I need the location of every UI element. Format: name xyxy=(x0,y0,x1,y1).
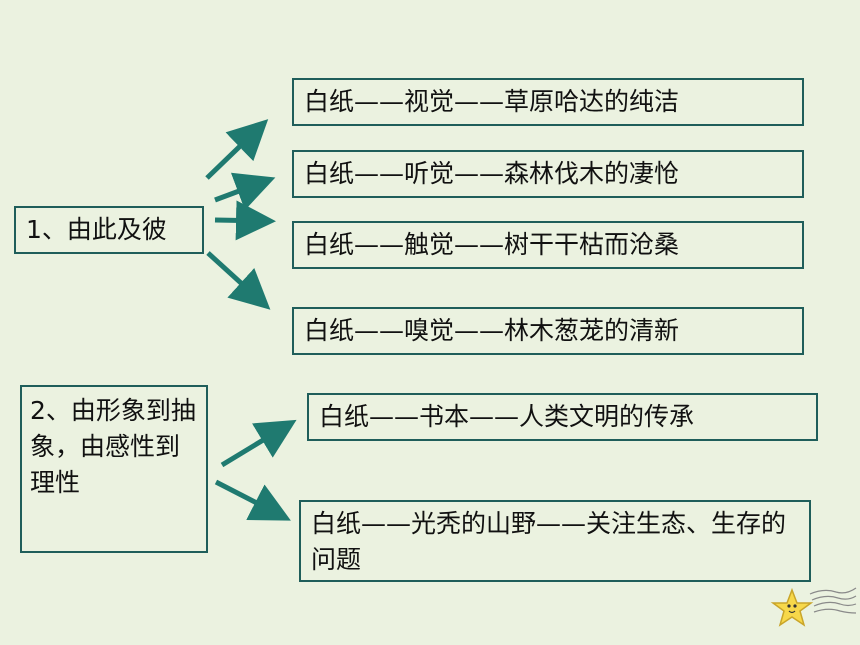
target-box-visual: 白纸——视觉——草原哈达的纯洁 xyxy=(292,78,804,126)
target-box-book: 白纸——书本——人类文明的传承 xyxy=(307,393,818,441)
target-box-olfactory: 白纸——嗅觉——林木葱茏的清新 xyxy=(292,307,804,355)
arrow-to-book xyxy=(220,419,297,468)
target-box-tactile: 白纸——触觉——树干干枯而沧桑 xyxy=(292,221,804,269)
target-box-ecology: 白纸——光秃的山野——关注生态、生存的问题 xyxy=(299,500,811,582)
target-label-book: 白纸——书本——人类文明的传承 xyxy=(319,402,695,431)
source-box-2: 2、由形象到抽象，由感性到理性 xyxy=(20,385,208,553)
target-box-auditory: 白纸——听觉——森林伐木的凄怆 xyxy=(292,150,804,198)
target-label-tactile: 白纸——触觉——树干干枯而沧桑 xyxy=(304,230,680,259)
source-box-1: 1、由此及彼 xyxy=(14,206,204,254)
source-label-1: 1、由此及彼 xyxy=(26,215,167,244)
source-label-2: 2、由形象到抽象，由感性到理性 xyxy=(30,396,196,497)
arrow-to-visual xyxy=(205,119,269,180)
target-label-auditory: 白纸——听觉——森林伐木的凄怆 xyxy=(304,159,680,188)
target-label-olfactory: 白纸——嗅觉——林木葱茏的清新 xyxy=(304,316,680,345)
target-label-ecology: 白纸——光秃的山野——关注生态、生存的问题 xyxy=(311,509,787,574)
arrow-to-olfactory xyxy=(206,251,271,310)
star-icon xyxy=(770,587,857,627)
arrow-to-tactile xyxy=(214,200,276,241)
arrow-to-auditory xyxy=(214,172,276,211)
arrow-to-ecology xyxy=(214,479,291,521)
target-label-visual: 白纸——视觉——草原哈达的纯洁 xyxy=(304,87,680,116)
